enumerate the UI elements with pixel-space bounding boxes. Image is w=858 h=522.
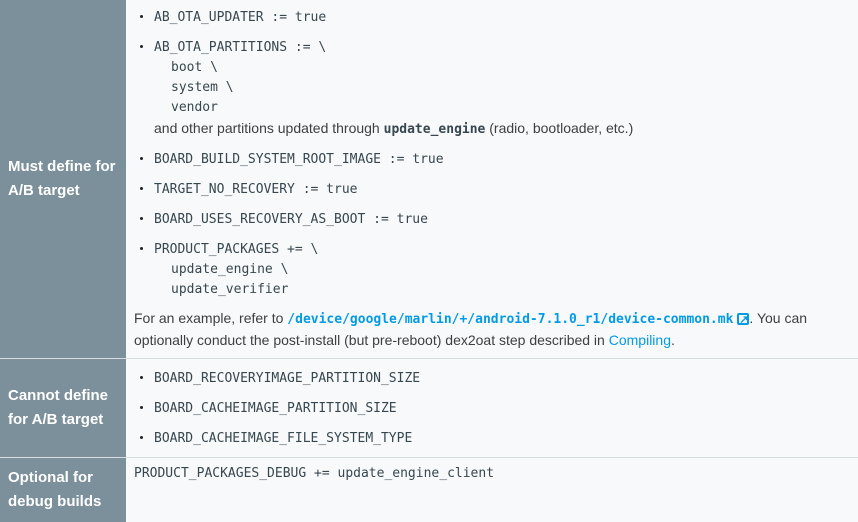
code-cacheimage-size: BOARD_CACHEIMAGE_PARTITION_SIZE	[154, 401, 397, 416]
list-item: BOARD_RECOVERYIMAGE_PARTITION_SIZE	[134, 367, 850, 389]
device-common-mk-link[interactable]: /device/google/marlin/+/android-7.1.0_r1…	[287, 312, 733, 327]
row-header-cannot-define: Cannot define for A/B target	[0, 359, 126, 458]
example-paragraph: For an example, refer to /device/google/…	[134, 308, 850, 350]
row-header-optional-debug: Optional for debug builds	[0, 458, 126, 522]
code-ab-ota-partitions: AB_OTA_PARTITIONS := \	[154, 40, 326, 55]
list-item: BOARD_USES_RECOVERY_AS_BOOT := true	[134, 208, 850, 230]
row-content-must-define: AB_OTA_UPDATER := true AB_OTA_PARTITIONS…	[126, 0, 858, 359]
table-row-cannot-define: Cannot define for A/B target BOARD_RECOV…	[0, 359, 858, 458]
code-line: update_engine \	[154, 260, 850, 280]
list-item: BOARD_CACHEIMAGE_PARTITION_SIZE	[134, 397, 850, 419]
row-header-must-define: Must define for A/B target	[0, 0, 126, 359]
note-text: (radio, bootloader, etc.)	[485, 120, 633, 136]
code-line: update_verifier	[154, 280, 850, 300]
table-row-must-define: Must define for A/B target AB_OTA_UPDATE…	[0, 0, 858, 359]
partitions-note: and other partitions updated through upd…	[154, 120, 633, 136]
external-link-icon[interactable]	[737, 313, 749, 325]
list-item: PRODUCT_PACKAGES += \ update_engine \ up…	[134, 238, 850, 300]
paragraph-text: .	[671, 332, 675, 348]
update-engine-code: update_engine	[384, 122, 486, 137]
list-item: BOARD_BUILD_SYSTEM_ROOT_IMAGE := true	[134, 148, 850, 170]
list-item: AB_OTA_PARTITIONS := \ boot \ system \ v…	[134, 36, 850, 140]
code-line: vendor	[154, 98, 850, 118]
list-item: TARGET_NO_RECOVERY := true	[134, 178, 850, 200]
list-item: AB_OTA_UPDATER := true	[134, 6, 850, 28]
row-content-cannot-define: BOARD_RECOVERYIMAGE_PARTITION_SIZE BOARD…	[126, 359, 858, 458]
compiling-link[interactable]: Compiling	[609, 332, 671, 348]
table-row-optional-debug: Optional for debug builds PRODUCT_PACKAG…	[0, 458, 858, 522]
code-product-packages: PRODUCT_PACKAGES += \	[154, 242, 318, 257]
row-content-optional-debug: PRODUCT_PACKAGES_DEBUG += update_engine_…	[126, 458, 858, 522]
code-line: boot \	[154, 58, 850, 78]
code-recoveryimage-size: BOARD_RECOVERYIMAGE_PARTITION_SIZE	[154, 371, 420, 386]
code-ab-ota-updater: AB_OTA_UPDATER := true	[154, 10, 326, 25]
paragraph-text: For an example, refer to	[134, 310, 287, 326]
cannot-define-list: BOARD_RECOVERYIMAGE_PARTITION_SIZE BOARD…	[134, 367, 850, 449]
note-text: and other partitions updated through	[154, 120, 384, 136]
code-target-no-recovery: TARGET_NO_RECOVERY := true	[154, 182, 358, 197]
code-product-packages-debug: PRODUCT_PACKAGES_DEBUG += update_engine_…	[134, 466, 494, 481]
list-item: BOARD_CACHEIMAGE_FILE_SYSTEM_TYPE	[134, 427, 850, 449]
code-line: system \	[154, 78, 850, 98]
must-define-list: AB_OTA_UPDATER := true AB_OTA_PARTITIONS…	[134, 6, 850, 300]
code-cacheimage-fs-type: BOARD_CACHEIMAGE_FILE_SYSTEM_TYPE	[154, 431, 412, 446]
code-board-uses-recovery-as-boot: BOARD_USES_RECOVERY_AS_BOOT := true	[154, 212, 428, 227]
code-board-build-system-root-image: BOARD_BUILD_SYSTEM_ROOT_IMAGE := true	[154, 152, 444, 167]
